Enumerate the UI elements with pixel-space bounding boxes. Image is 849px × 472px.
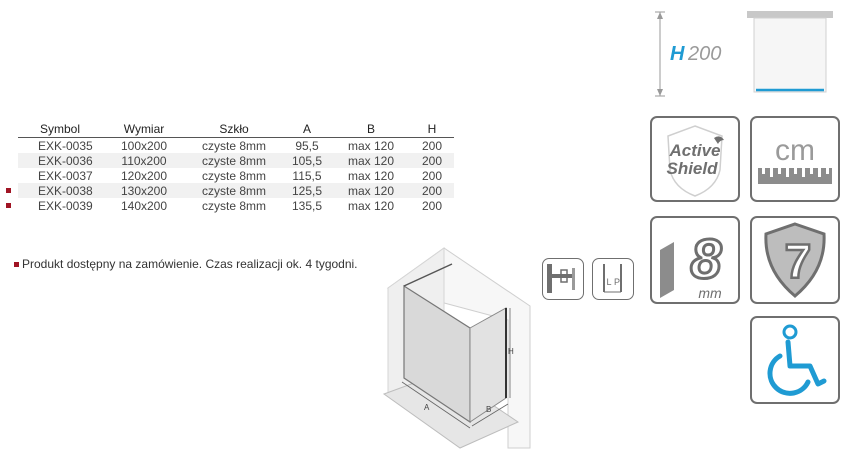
enclosure-elevation-icon [747,11,833,93]
cell-b: max 120 [347,198,395,213]
shower-enclosure-drawing: A B H [382,247,531,449]
drop-icon [714,136,724,144]
ruler-icon [758,168,832,184]
height-letter: H [670,43,685,65]
cell-symbol: EXK-0037 [38,168,93,183]
arrow-down-icon [657,89,663,96]
col-symbol: Symbol [18,120,102,138]
glass-thickness-value: 8 [690,227,722,290]
reversible-lp-icon: L P [592,258,634,300]
cell-symbol: EXK-0038 [6,183,102,198]
warranty-shield-icon: 7 [750,216,840,304]
cm-label: cm [775,134,815,167]
col-a: A [282,120,332,138]
cell-b: max 120 [332,153,410,168]
cell-wymiar: 100x200 [120,138,168,153]
cell-a: 95,5 [295,138,319,153]
cell-wymiar: 140x200 [120,198,168,213]
table-row: EXK-0039 140x200 czyste 8mm 135,5 max 12… [6,198,454,213]
cell-szklo: czyste 8mm [201,138,266,153]
shield-icon [764,222,826,298]
cell-h: 200 [410,153,454,168]
glass-thickness-icon: 8 mm [650,216,740,304]
cell-szklo: czyste 8mm [201,198,266,213]
cell-szklo: czyste 8mm [201,168,266,183]
table-row: EXK-0037 120x200 czyste 8mm 115,5 max 12… [18,168,454,183]
cell-h: 200 [421,168,443,183]
cell-symbol: EXK-0036 [18,153,102,168]
accessibility-icon [750,316,840,404]
table-row: EXK-0035 100x200 czyste 8mm 95,5 max 120… [18,138,454,154]
col-h: H [410,120,454,138]
cell-wymiar: 130x200 [102,183,186,198]
availability-note-text: Produkt dostępny na zamówienie. Czas rea… [22,257,358,271]
shield-outline-icon [667,125,723,197]
table-row: EXK-0038 130x200 czyste 8mm 125,5 max 12… [6,183,454,198]
wheelchair-wheel-icon [767,353,811,396]
wheelchair-head-icon [782,324,798,340]
col-wymiar: Wymiar [102,120,186,138]
dimension-h-label: H [508,347,514,356]
arrow-up-icon [657,12,663,19]
active-shield-line1: Active [668,141,720,160]
col-szklo: Szkło [186,120,282,138]
cell-a: 135,5 [291,198,323,213]
cell-szklo: czyste 8mm [186,183,282,198]
cell-h: 200 [410,183,454,198]
dimension-a-label: A [424,403,430,412]
cell-h: 200 [421,198,443,213]
cell-wymiar: 120x200 [120,168,168,183]
stabilizer-bar [403,263,453,287]
glass-pane-icon [660,242,674,298]
dimension-b-label: B [486,405,491,414]
cell-h: 200 [421,138,443,153]
wheelchair-body-icon [785,339,827,387]
cell-b: max 120 [347,168,395,183]
height-value: 200 [687,43,721,65]
cell-symbol: EXK-0035 [38,138,93,153]
dimension-b-line [471,403,509,427]
cell-wymiar: 110x200 [102,153,186,168]
dimension-a-line [401,381,471,429]
cm-ruler-icon: cm [750,116,840,202]
cell-symbol: EXK-0039 [6,198,102,213]
active-shield-line2: Shield [666,159,718,178]
cell-b: max 120 [332,183,410,198]
cell-b: max 120 [347,138,395,153]
spec-table: Symbol Wymiar Szkło A B H EXK-0035 100x2… [6,120,454,213]
availability-note: Produkt dostępny na zamówienie. Czas rea… [14,257,358,271]
cell-a: 115,5 [292,168,322,183]
warranty-years: 7 [785,236,812,289]
table-header-row: Symbol Wymiar Szkło A B H [18,120,454,138]
on-demand-marker [14,262,19,268]
mounting-profile-icon [542,258,584,300]
reversible-left-label: L [606,277,611,287]
cell-a: 125,5 [282,183,332,198]
cell-szklo: czyste 8mm [186,153,282,168]
reversible-right-label: P [614,277,620,287]
col-b: B [332,120,410,138]
active-shield-icon: Active Shield [650,116,740,202]
cell-a: 105,5 [282,153,332,168]
height-dimension-icon: H 200 [655,11,721,97]
glass-thickness-unit: mm [698,285,722,301]
table-row: EXK-0036 110x200 czyste 8mm 105,5 max 12… [18,153,454,168]
